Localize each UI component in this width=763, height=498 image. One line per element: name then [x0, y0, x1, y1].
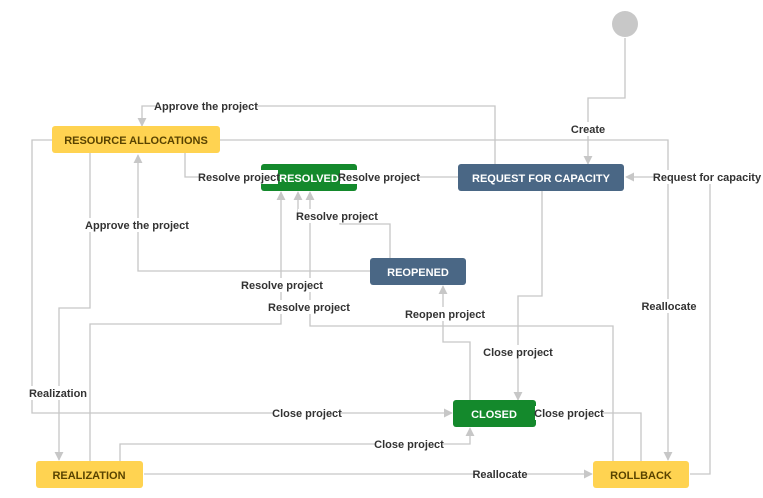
transition-label: Realization — [29, 388, 87, 400]
transition-create[interactable]: Create — [569, 122, 607, 136]
edge-close-from-ra — [31, 139, 453, 418]
start-node — [612, 11, 638, 37]
transition-label: Reallocate — [472, 469, 527, 481]
transition-resolve-from-reopened[interactable]: Resolve project — [296, 209, 378, 223]
transition-close-from-ra[interactable]: Close project — [272, 406, 342, 420]
status-label: CLOSED — [471, 409, 517, 421]
transition-label: Create — [571, 124, 605, 136]
status-rollback[interactable]: ROLLBACK — [593, 461, 689, 488]
transition-label: Close project — [272, 408, 342, 420]
transition-label: Request for capacity — [653, 172, 762, 184]
transition-label: Resolve project — [296, 211, 378, 223]
status-label: ROLLBACK — [610, 470, 672, 482]
edge-reopen-project — [438, 285, 471, 400]
transition-realization-left[interactable]: Realization — [29, 386, 87, 400]
transition-labels: Create Approve the project Resolve proje… — [29, 99, 762, 481]
status-label: RESOURCE ALLOCATIONS — [64, 135, 208, 147]
transition-label: Approve the project — [154, 101, 258, 113]
transition-close-from-realization[interactable]: Close project — [374, 437, 444, 451]
transition-label: Approve the project — [85, 220, 189, 232]
edge-reallocate-right — [220, 139, 673, 461]
status-realization[interactable]: REALIZATION — [36, 461, 143, 488]
edge-close-from-rfc — [513, 191, 543, 401]
transition-label: Close project — [483, 347, 553, 359]
transition-close-from-rollback[interactable]: Close project — [534, 406, 604, 420]
edge-close-from-rollback — [536, 408, 642, 461]
edge-create — [583, 38, 626, 165]
edge-resolve-from-reopened — [293, 191, 391, 258]
transition-approve-left[interactable]: Approve the project — [85, 218, 189, 232]
transition-label: Resolve project — [241, 280, 323, 292]
transition-label: Close project — [374, 439, 444, 451]
status-resolved[interactable]: RESOLVED — [261, 164, 357, 191]
transition-resolve-from-realization[interactable]: Resolve project — [241, 278, 323, 292]
transition-request-for-capacity[interactable]: Request for capacity — [653, 170, 762, 184]
status-label: REALIZATION — [52, 470, 125, 482]
edge-approve-left — [133, 154, 370, 272]
transition-approve-top[interactable]: Approve the project — [154, 99, 258, 113]
status-label: REQUEST FOR CAPACITY — [472, 173, 611, 185]
transition-label: Close project — [534, 408, 604, 420]
transition-label: Resolve project — [268, 302, 350, 314]
transition-label: Reopen project — [405, 309, 485, 321]
status-reopened[interactable]: REOPENED — [370, 258, 466, 285]
edges — [31, 38, 711, 479]
transition-close-from-rfc[interactable]: Close project — [483, 345, 553, 359]
status-request-for-capacity[interactable]: REQUEST FOR CAPACITY — [458, 164, 624, 191]
status-label: RESOLVED — [279, 173, 339, 185]
status-resource-allocations[interactable]: RESOURCE ALLOCATIONS — [52, 126, 220, 153]
transition-reallocate-right[interactable]: Reallocate — [641, 299, 697, 313]
edge-realization-left — [54, 153, 91, 461]
transition-resolve-from-rollback[interactable]: Resolve project — [268, 300, 350, 314]
transition-reallocate-bottom[interactable]: Reallocate — [472, 467, 528, 481]
edge-close-from-realization — [119, 427, 475, 461]
transition-reopen-project[interactable]: Reopen project — [405, 307, 485, 321]
status-closed[interactable]: CLOSED — [453, 400, 536, 427]
transition-resolve-from-ra[interactable]: Resolve project — [198, 170, 280, 184]
transition-label: Reallocate — [641, 301, 696, 313]
status-label: REOPENED — [387, 267, 449, 279]
transition-resolve-from-rfc[interactable]: Resolve project — [338, 170, 420, 184]
transition-label: Resolve project — [198, 172, 280, 184]
transition-label: Resolve project — [338, 172, 420, 184]
edge-approve-top — [137, 105, 496, 164]
edge-resolve-from-realization — [89, 191, 286, 461]
edge-resolve-from-rollback — [305, 191, 614, 461]
